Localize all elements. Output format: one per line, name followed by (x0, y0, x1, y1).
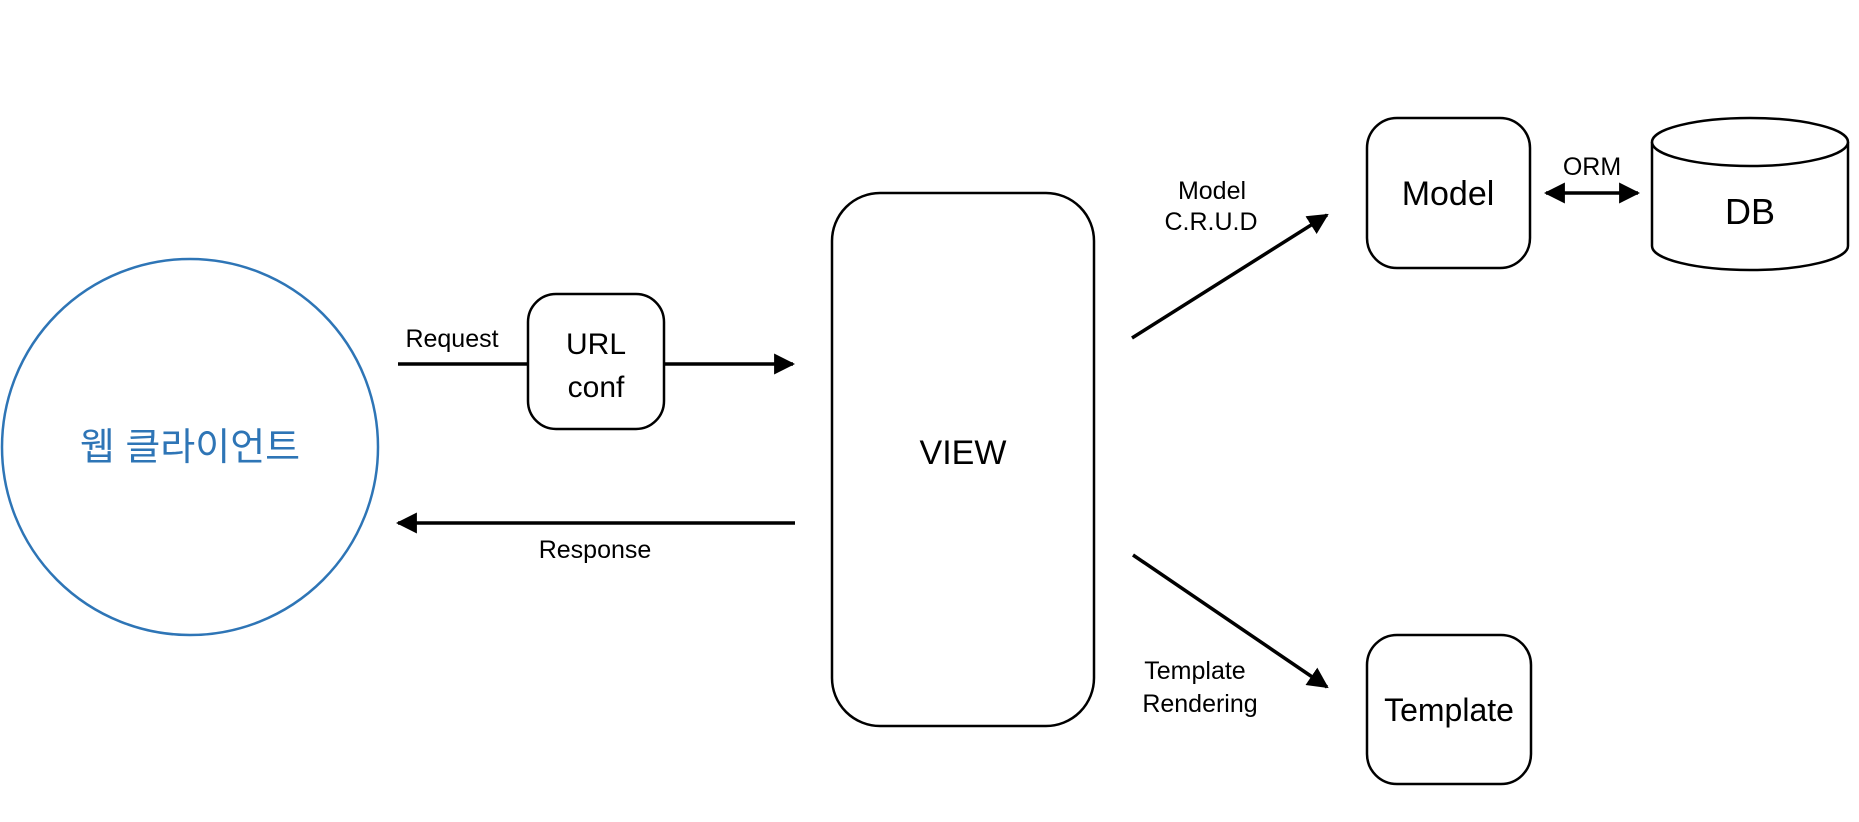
template-box (1365, 633, 1533, 786)
model-box (1365, 116, 1532, 270)
db-cylinder-body (1650, 142, 1850, 272)
view-label: VIEW (920, 434, 1007, 472)
model-label: Model (1402, 175, 1495, 213)
url-conf-box (526, 292, 666, 431)
model-crud-label-line1: Model (1178, 177, 1246, 205)
template-label: Template (1384, 692, 1514, 728)
orm-label: ORM (1563, 153, 1621, 181)
model-crud-label-line2: C.R.U.D (1164, 208, 1257, 236)
url-conf-label-line2: conf (568, 371, 625, 404)
web-client-label: 웹 클라이언트 (80, 427, 300, 469)
request-label: Request (405, 325, 498, 353)
view-box (830, 191, 1096, 728)
template-rendering-arrow (1132, 553, 1329, 689)
template-rendering-label-line2: Rendering (1142, 690, 1257, 718)
response-label: Response (539, 536, 652, 564)
url-conf-label-line1: URL (566, 328, 626, 361)
db-label: DB (1725, 191, 1775, 232)
web-client-circle (0, 257, 380, 637)
db-cylinder-top (1650, 116, 1850, 168)
template-rendering-label-line1: Template (1144, 657, 1245, 685)
model-crud-arrow (1131, 213, 1329, 340)
